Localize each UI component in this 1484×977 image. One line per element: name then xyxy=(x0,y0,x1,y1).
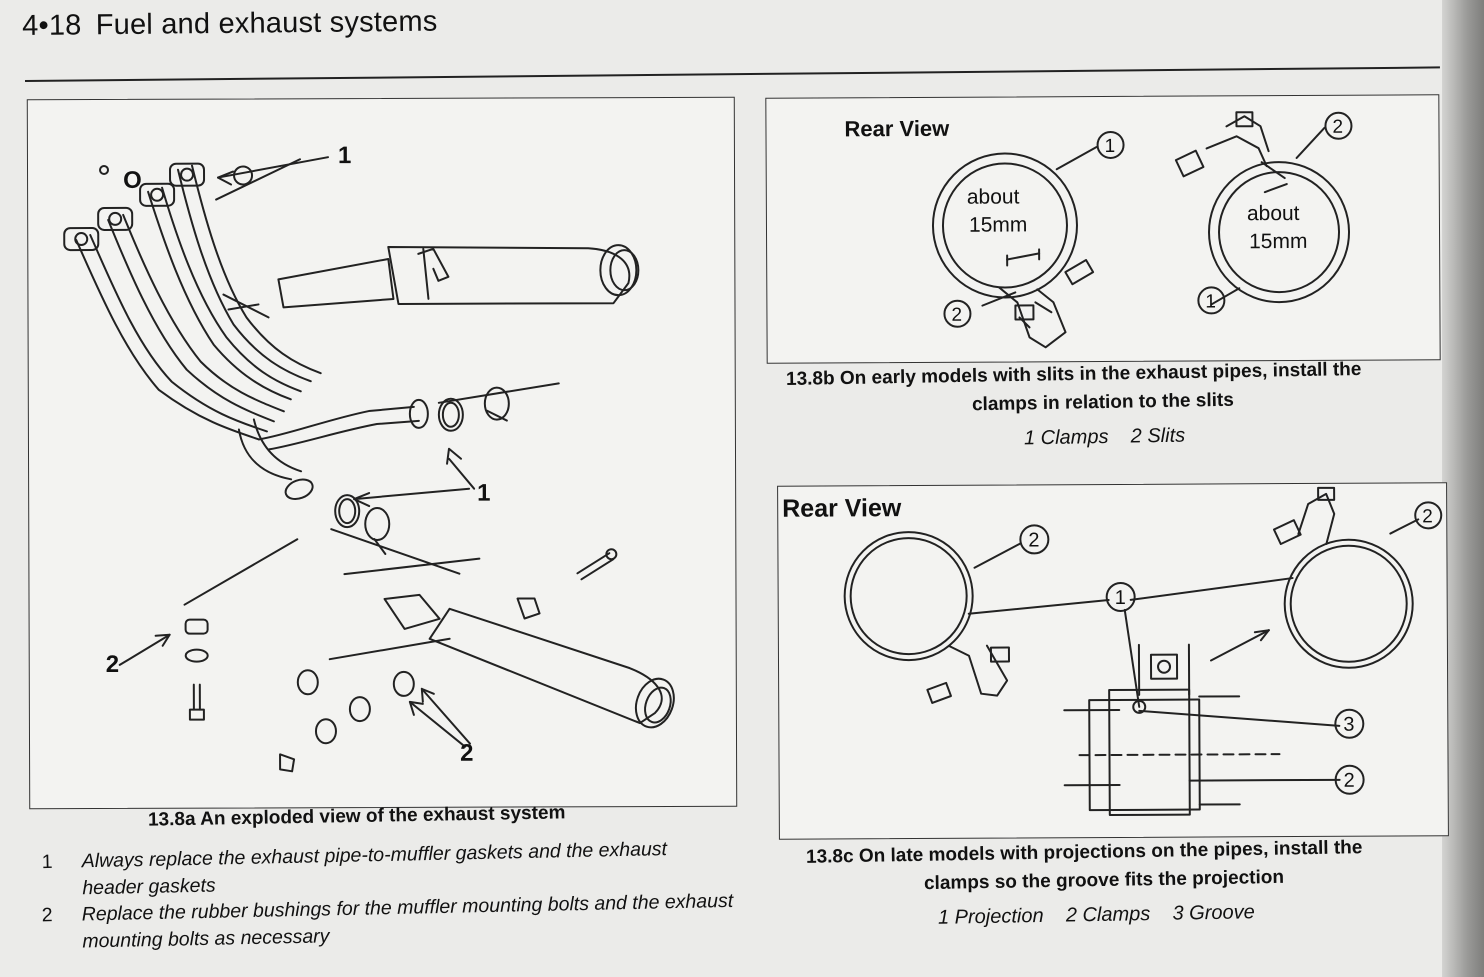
page-edge-shadow xyxy=(1442,0,1484,977)
figure-c-legend: 1 Projection 2 Clamps 3 Groove xyxy=(937,901,1255,929)
note-2-number: 2 xyxy=(41,904,53,927)
page-number: 4•18 xyxy=(22,9,82,42)
callout-2-bottom: 2 xyxy=(460,740,473,767)
callout-1-top: 1 xyxy=(338,142,351,169)
figure-b-title: Rear View xyxy=(844,116,950,142)
callout-b-3: 2 xyxy=(1332,117,1343,138)
callout-c-1: 1 xyxy=(1115,587,1126,609)
svg-text:O: O xyxy=(123,167,142,194)
measure-right-line1: about xyxy=(1247,202,1300,225)
callout-c-2-bottom: 2 xyxy=(1344,770,1355,792)
note-1-number: 1 xyxy=(41,850,53,874)
exhaust-exploded-view: O 1 1 2 2 xyxy=(63,142,675,773)
clamp-slits-diagram: Rear View about 15mm abo xyxy=(844,111,1353,349)
figure-c-caption-line1: 13.8c On late models with projections on… xyxy=(805,837,1363,868)
figure-b-legend: 1 Clamps 2 Slits xyxy=(1023,424,1186,450)
clamp-projection-diagram: Rear View xyxy=(782,486,1443,817)
callout-2-left: 2 xyxy=(106,651,119,678)
callout-b-4: 1 xyxy=(1205,291,1216,312)
measure-left-line1: about xyxy=(967,185,1020,208)
header-rule xyxy=(25,66,1440,82)
callout-b-2: 2 xyxy=(951,305,962,326)
callout-c-2-left: 2 xyxy=(1028,529,1039,551)
measure-left-line2: 15mm xyxy=(969,213,1027,236)
callout-1-mid: 1 xyxy=(477,480,490,507)
callout-b-1: 1 xyxy=(1105,136,1116,157)
figure-b-caption-line2: clamps in relation to the slits xyxy=(971,389,1234,416)
figure-c-frame: Rear View xyxy=(777,482,1449,840)
figure-b-caption-line1: 13.8b On early models with slits in the … xyxy=(785,358,1362,391)
figure-a-frame: O 1 1 2 2 xyxy=(26,96,738,810)
callout-c-2-right: 2 xyxy=(1422,506,1433,527)
callout-c-3: 3 xyxy=(1343,714,1354,736)
figure-c-title: Rear View xyxy=(782,494,902,523)
figure-c-caption-line2: clamps so the groove fits the projection xyxy=(923,866,1285,895)
section-title: Fuel and exhaust systems xyxy=(95,5,438,42)
measure-right-line2: 15mm xyxy=(1249,230,1307,253)
page-header: 4•18 Fuel and exhaust systems xyxy=(22,6,438,43)
figure-b-frame: Rear View about 15mm abo xyxy=(765,94,1441,364)
